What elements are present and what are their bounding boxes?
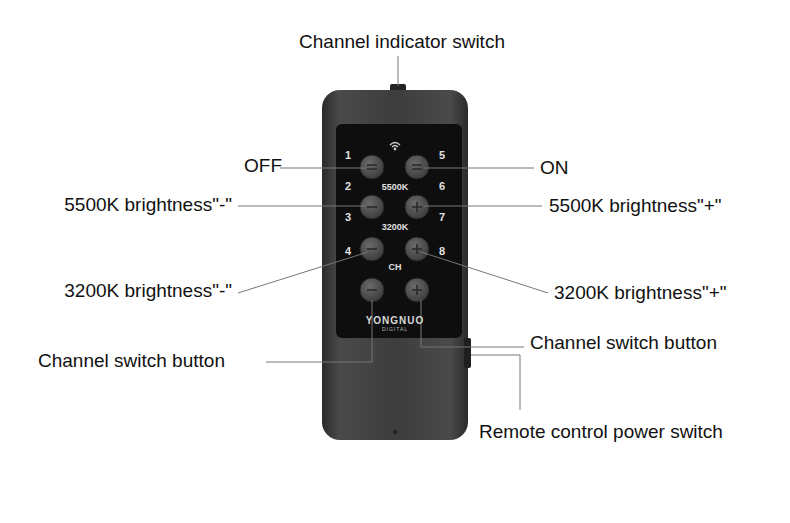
button-number: 4 — [345, 245, 351, 257]
button-number: 6 — [439, 180, 445, 192]
callout-label: Channel switch button — [530, 333, 717, 354]
callout-label: OFF — [244, 156, 282, 177]
callout-label: 3200K brightness"+" — [554, 283, 726, 304]
brand-subtitle: DIGITAL — [382, 327, 408, 333]
callout-label: Remote control power switch — [479, 422, 723, 443]
body-dot — [393, 430, 397, 434]
face-label: 3200K — [382, 223, 409, 233]
callout-label: ON — [540, 158, 569, 179]
remote-body — [322, 90, 468, 440]
face-panel — [336, 124, 462, 338]
callout-label: Channel indicator switch — [299, 32, 505, 53]
button-number: 8 — [439, 245, 445, 257]
face-label: 5500K — [382, 183, 409, 193]
callout-label: 5500K brightness"+" — [549, 196, 721, 217]
face-label: CH — [389, 263, 402, 273]
callout-label: Channel switch button — [38, 351, 225, 372]
button-number: 2 — [345, 180, 351, 192]
button-number: 3 — [345, 211, 351, 223]
button-symbols — [367, 165, 422, 295]
leader-lines — [238, 56, 548, 410]
callout-label: 3200K brightness"-" — [64, 281, 232, 302]
brand-logo: YONGNUO — [366, 315, 425, 326]
power-switch — [464, 338, 471, 368]
callout-label: 5500K brightness"-" — [64, 195, 232, 216]
button-number: 5 — [439, 149, 445, 161]
button-number: 7 — [439, 211, 445, 223]
buttons — [360, 155, 429, 302]
wifi-icon — [390, 143, 400, 150]
button-number: 1 — [345, 149, 351, 161]
